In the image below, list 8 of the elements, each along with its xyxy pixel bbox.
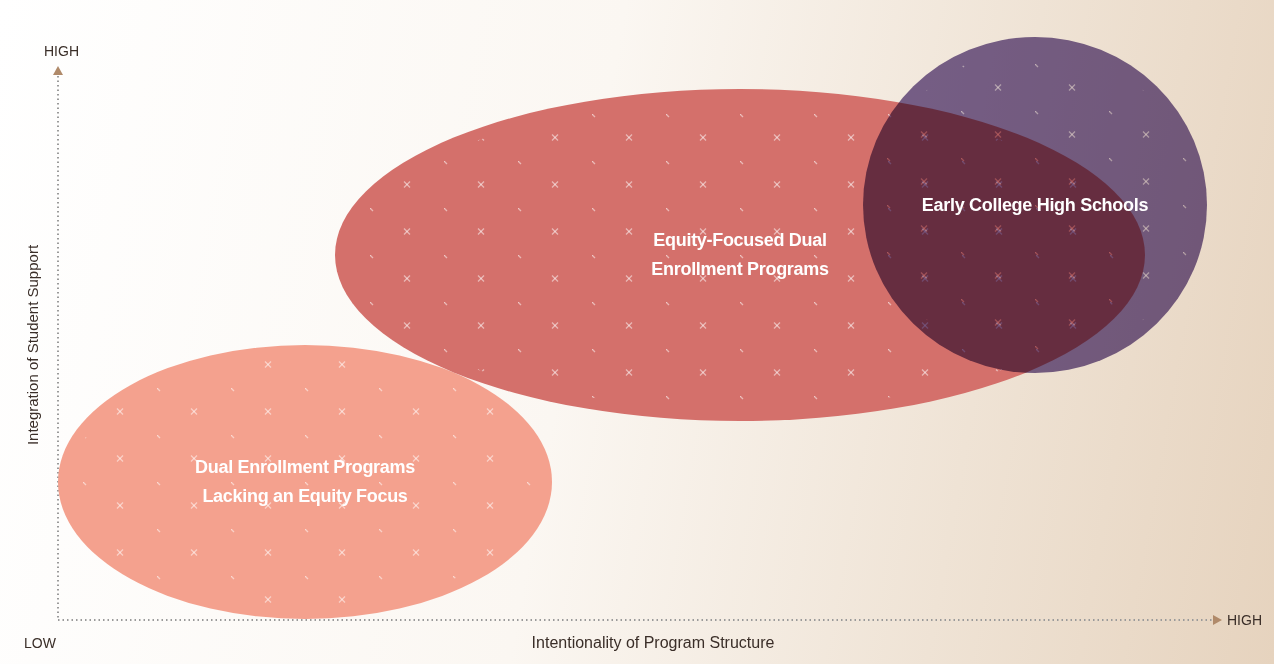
region-label: Dual Enrollment Programs Lacking an Equity Focus (194, 456, 416, 508)
axis-title: Integration of Student Support (23, 244, 41, 446)
axis-end-label: HIGH (1227, 612, 1262, 628)
region-label: Early College High Schools (920, 193, 1150, 217)
axis-title: Intentionality of Program Structure (531, 634, 775, 652)
axis-end-label: LOW (24, 635, 56, 651)
axis-end-label: HIGH (44, 43, 79, 59)
region-label: Equity-Focused Dual Enrollment Programs (650, 229, 830, 281)
